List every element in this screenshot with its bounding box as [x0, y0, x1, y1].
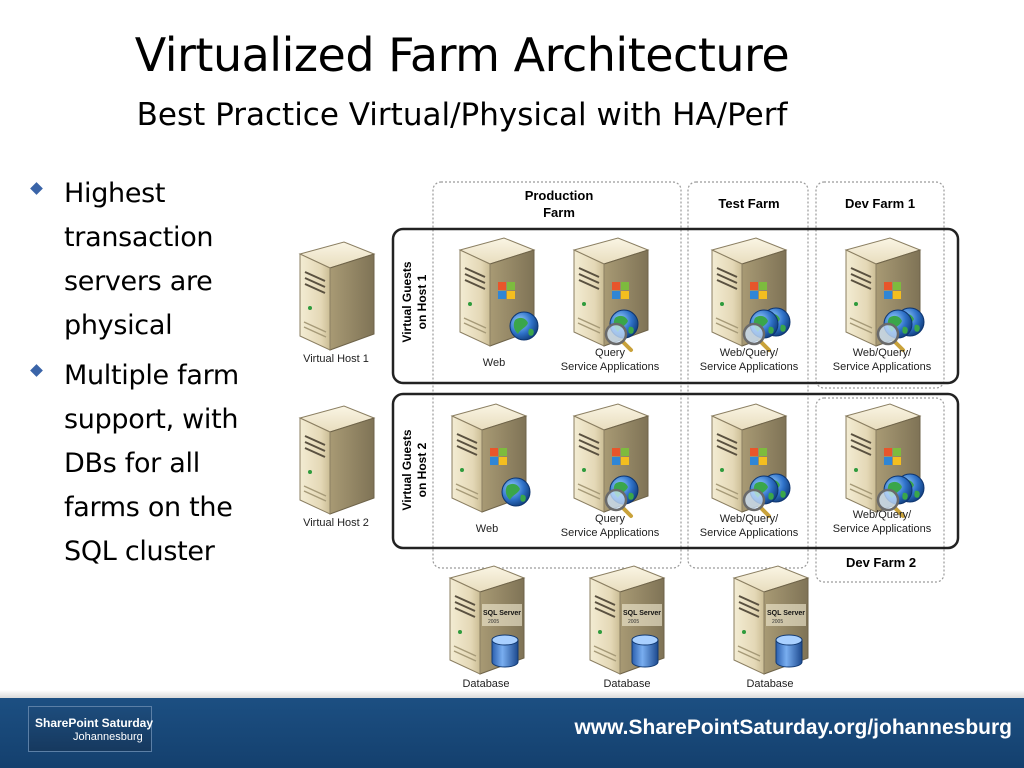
virtual-host-1-server-icon [299, 241, 375, 351]
sql-server-badge-year: 2005 [772, 619, 783, 625]
host-1-guest-label: Virtual Guests [400, 261, 414, 342]
diamond-bullet-icon [30, 182, 43, 195]
query-server-icon [573, 237, 649, 352]
dev-farm-1-boundary [815, 181, 945, 389]
dev-webquery-server-icon [845, 237, 925, 352]
host-1-guest-label-line2: on Host 1 [415, 274, 429, 329]
dev-farm-2-label: Dev Farm 2 [846, 555, 916, 570]
webquery-server-label: Web/Query/ [720, 513, 779, 525]
dev-webquery-server-label-line2: Service Applications [833, 523, 932, 535]
sql-server-badge-text: SQL Server [483, 610, 521, 617]
webquery-server-label-line2: Service Applications [700, 527, 799, 539]
host-2-guest-label: Virtual Guests [400, 429, 414, 510]
webquery-server-icon [711, 237, 791, 352]
webquery-server-label: Web/Query/ [720, 347, 779, 359]
bullet-item: Highest transaction servers are physical [28, 172, 268, 348]
database-label: Database [746, 678, 793, 690]
footer-url-link[interactable]: www.SharePointSaturday.org/johannesburg [574, 716, 1012, 739]
web-server-icon [451, 403, 531, 513]
query-server-label: Query [595, 347, 625, 359]
database-server-icon: SQL Server 2005 [449, 565, 525, 675]
database-label: Database [462, 678, 509, 690]
webquery-server-icon [711, 403, 791, 518]
logo-line-1: SharePoint Saturday [35, 716, 154, 730]
test-farm-boundary [687, 181, 809, 569]
host-2-guest-boundary [391, 392, 960, 550]
sql-server-badge-year: 2005 [628, 619, 639, 625]
web-server-label: Web [476, 523, 498, 535]
slide-subtitle: Best Practice Virtual/Physical with HA/P… [136, 97, 788, 133]
dev-farm-1-label: Dev Farm 1 [845, 196, 915, 211]
webquery-server-label-line2: Service Applications [700, 361, 799, 373]
sharepoint-saturday-logo: SharePoint Saturday Johannesburg [28, 706, 154, 752]
virtual-host-2-server-icon [299, 405, 375, 515]
test-farm-label: Test Farm [718, 196, 779, 211]
web-server-label: Web [483, 357, 505, 369]
database-server-icon: SQL Server 2005 [589, 565, 665, 675]
query-server-label-line2: Service Applications [561, 361, 660, 373]
dev-webquery-server-label-line2: Service Applications [833, 361, 932, 373]
production-farm-label: Production [525, 188, 594, 203]
sql-server-badge-text: SQL Server [623, 610, 661, 617]
sql-server-badge-year: 2005 [488, 619, 499, 625]
sql-server-badge-text: SQL Server [767, 610, 805, 617]
host-1-guest-boundary [391, 227, 960, 385]
bullet-text: Highest transaction servers are physical [64, 178, 214, 341]
diamond-bullet-icon [30, 364, 43, 377]
slide-title: Virtualized Farm Architecture [134, 28, 790, 82]
footer-bar [0, 698, 1024, 768]
production-farm-boundary [432, 181, 682, 569]
bullet-list: Highest transaction servers are physical… [28, 172, 268, 580]
footer-shadow [0, 690, 1024, 698]
bullet-item: Multiple farm support, with DBs for all … [28, 354, 268, 574]
virtual-host-2-label: Virtual Host 2 [303, 517, 369, 529]
virtual-host-1-label: Virtual Host 1 [303, 353, 369, 365]
dev-webquery-server-label: Web/Query/ [853, 347, 912, 359]
query-server-label: Query [595, 513, 625, 525]
farm-architecture-diagram: Production Farm Test Farm Dev Farm 1 Dev… [299, 181, 960, 690]
query-server-icon [573, 403, 649, 518]
logo-line-2: Johannesburg [73, 731, 143, 743]
database-label: Database [603, 678, 650, 690]
bullet-text: Multiple farm support, with DBs for all … [64, 360, 239, 567]
dev-webquery-server-label: Web/Query/ [853, 509, 912, 521]
web-server-icon [459, 237, 539, 347]
production-farm-label-line2: Farm [543, 205, 575, 220]
host-2-guest-label-line2: on Host 2 [415, 442, 429, 497]
query-server-label-line2: Service Applications [561, 527, 660, 539]
dev-webquery-server-icon [845, 403, 925, 518]
database-server-icon: SQL Server 2005 [733, 565, 809, 675]
dev-farm-2-boundary [815, 397, 945, 583]
